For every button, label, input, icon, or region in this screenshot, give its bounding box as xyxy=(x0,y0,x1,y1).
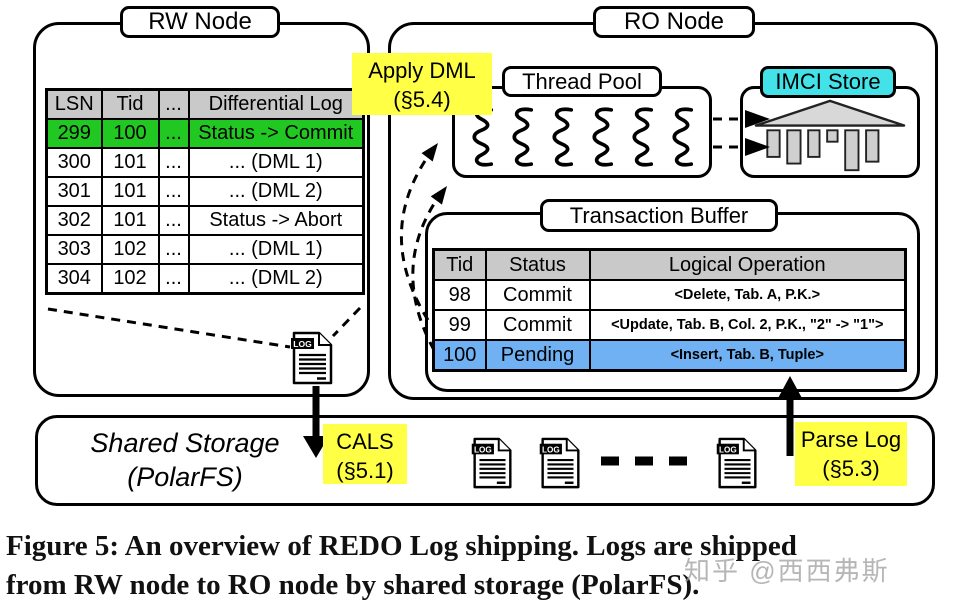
cell: 303 xyxy=(45,234,103,265)
cell: 100 xyxy=(100,118,160,149)
cell: Pending xyxy=(484,339,591,372)
log-file-icon: LOG xyxy=(539,437,580,489)
cell: <Delete, Tab. A, P.K.> xyxy=(588,279,907,311)
table-row: 302 101 ... Status -> Abort xyxy=(45,205,365,236)
shared-storage-line2: (PolarFS) xyxy=(127,461,243,492)
transaction-buffer-label-text: Transaction Buffer xyxy=(569,202,749,228)
col-header: LSN xyxy=(45,88,103,120)
cell: 98 xyxy=(432,279,487,311)
rw-node-label-text: RW Node xyxy=(148,8,252,35)
log-file-icon: LOG xyxy=(716,437,757,489)
col-header: Logical Operation xyxy=(588,248,907,281)
cell: ... (DML 2) xyxy=(187,176,365,207)
cell: ... xyxy=(157,147,190,178)
cals-section: (§5.1) xyxy=(336,458,394,484)
apply-dml-section: (§5.4) xyxy=(393,87,451,113)
parse-log-section: (§5.3) xyxy=(822,456,880,482)
cell: 304 xyxy=(45,263,103,295)
table-row: 304 102 ... ... (DML 2) xyxy=(45,263,365,295)
imci-store-label-text: IMCI Store xyxy=(775,69,881,94)
thread-pool-label-text: Thread Pool xyxy=(522,68,642,94)
thread-pool-threads xyxy=(452,86,712,178)
column-store-temple-icon xyxy=(754,99,906,172)
col-header: Differential Log xyxy=(187,88,365,120)
table-row: 301 101 ... ... (DML 2) xyxy=(45,176,365,207)
differential-log-table: LSN Tid ... Differential Log 299 100 ...… xyxy=(45,88,365,295)
table-header-row: LSN Tid ... Differential Log xyxy=(45,88,365,120)
caption-line-2: from RW node to RO node by shared storag… xyxy=(6,569,700,602)
table-row: 98 Commit <Delete, Tab. A, P.K.> xyxy=(432,279,907,311)
thread-icon xyxy=(511,107,533,167)
thread-pool-label: Thread Pool xyxy=(502,66,662,97)
cell: 301 xyxy=(45,176,103,207)
imci-store-label: IMCI Store xyxy=(760,66,896,98)
cell: 101 xyxy=(100,205,160,236)
col-header: Tid xyxy=(100,88,160,120)
thread-icon xyxy=(471,107,493,167)
table-row: 99 Commit <Update, Tab. B, Col. 2, P.K.,… xyxy=(432,309,907,341)
col-header: Tid xyxy=(432,248,487,281)
figure-caption: Figure 5: An overview of REDO Log shippi… xyxy=(6,527,972,606)
cell: ... (DML 1) xyxy=(187,147,365,178)
thread-icon xyxy=(591,107,613,167)
cell: ... xyxy=(157,205,190,236)
log-file-icon: LOG xyxy=(471,437,512,489)
cell: ... (DML 1) xyxy=(187,234,365,265)
table-row-pending-highlight: 100 Pending <Insert, Tab. B, Tuple> xyxy=(432,339,907,372)
cell: Commit xyxy=(484,309,591,341)
parse-log-text: Parse Log xyxy=(800,427,902,452)
shared-storage-title: Shared Storage (PolarFS) xyxy=(60,427,310,495)
log-badge-text: LOG xyxy=(293,339,312,349)
thread-icon xyxy=(551,107,573,167)
cell: 299 xyxy=(45,118,103,149)
log-badge-text: LOG xyxy=(719,445,737,454)
transaction-buffer-table: Tid Status Logical Operation 98 Commit <… xyxy=(432,248,907,372)
zhihu-watermark: 知乎 @西西弗斯 xyxy=(684,556,890,586)
col-header: Status xyxy=(484,248,591,281)
cell: 300 xyxy=(45,147,103,178)
rw-node-label: RW Node xyxy=(120,6,280,38)
table-row: 300 101 ... ... (DML 1) xyxy=(45,147,365,178)
transaction-buffer-label: Transaction Buffer xyxy=(540,199,778,232)
cell: ... xyxy=(157,234,190,265)
cell: ... xyxy=(157,118,190,149)
cell: <Update, Tab. B, Col. 2, P.K., "2" -> "1… xyxy=(588,309,907,341)
apply-dml-text: Apply DML xyxy=(368,58,476,83)
cell: 102 xyxy=(100,263,160,295)
table-header-row: Tid Status Logical Operation xyxy=(432,248,907,281)
cell: <Insert, Tab. B, Tuple> xyxy=(588,339,907,372)
table-row-commit-highlight: 299 100 ... Status -> Commit xyxy=(45,118,365,149)
cell: ... (DML 2) xyxy=(187,263,365,295)
cals-annotation: CALS (§5.1) xyxy=(323,424,407,484)
ro-node-label-text: RO Node xyxy=(623,8,725,35)
parse-log-annotation: Parse Log (§5.3) xyxy=(795,422,907,486)
table-row: 303 102 ... ... (DML 1) xyxy=(45,234,365,265)
caption-line-1: Figure 5: An overview of REDO Log shippi… xyxy=(6,530,797,562)
cell: 302 xyxy=(45,205,103,236)
cell: 101 xyxy=(100,147,160,178)
cell: 101 xyxy=(100,176,160,207)
thread-icon xyxy=(671,107,693,167)
ro-node-label: RO Node xyxy=(593,6,755,38)
log-file-icon: LOG xyxy=(291,331,333,385)
log-badge-text: LOG xyxy=(542,445,560,454)
cell: 99 xyxy=(432,309,487,341)
cell: 102 xyxy=(100,234,160,265)
cell: ... xyxy=(157,176,190,207)
cals-text: CALS xyxy=(336,429,394,454)
col-header: ... xyxy=(157,88,190,120)
cell: 100 xyxy=(432,339,487,372)
cell: Commit xyxy=(484,279,591,311)
log-badge-text: LOG xyxy=(474,445,492,454)
thread-icon xyxy=(631,107,653,167)
apply-dml-annotation: Apply DML (§5.4) xyxy=(352,53,492,115)
cell: ... xyxy=(157,263,190,295)
cell: Status -> Commit xyxy=(187,118,365,149)
shared-storage-line1: Shared Storage xyxy=(90,428,280,458)
cell: Status -> Abort xyxy=(187,205,365,236)
